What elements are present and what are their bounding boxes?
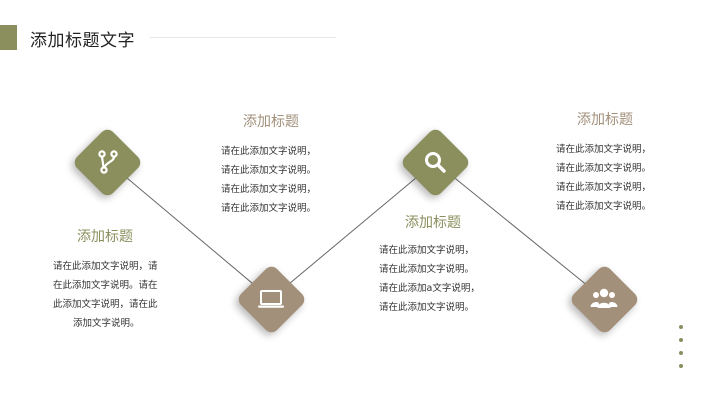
pager-dots — [679, 325, 685, 377]
laptop-icon — [253, 281, 289, 317]
pager-dot — [679, 325, 683, 329]
item-3-description: 请在此添加文字说明， 请在此添加文字说明。 请在此添加a文字说明， 请在此添加文… — [379, 245, 480, 313]
git-branch-icon — [90, 144, 126, 180]
pager-dot — [679, 338, 683, 342]
item-1-heading: 添加标题 — [77, 229, 133, 245]
title-divider — [150, 37, 336, 38]
item-2-description: 请在此添加文字说明， 请在此添加文字说明。 请在此添加文字说明， 请在此添加文字… — [221, 146, 317, 214]
title-accent-bar — [0, 25, 17, 50]
item-1-description: 请在此添加文字说明，请 在此添加文字说明。请在 此添加文字说明，请在此 添加文字… — [53, 261, 158, 329]
search-icon — [417, 144, 453, 180]
pager-dot — [679, 351, 683, 355]
item-4-heading: 添加标题 — [577, 112, 633, 128]
item-2-heading: 添加标题 — [243, 114, 299, 130]
pager-dot — [679, 364, 683, 368]
users-group-icon — [586, 281, 622, 317]
item-3-heading: 添加标题 — [405, 215, 461, 231]
slide-title: 添加标题文字 — [30, 31, 135, 51]
item-4-description: 请在此添加文字说明， 请在此添加文字说明。 请在此添加文字说明， 请在此添加文字… — [556, 144, 652, 212]
